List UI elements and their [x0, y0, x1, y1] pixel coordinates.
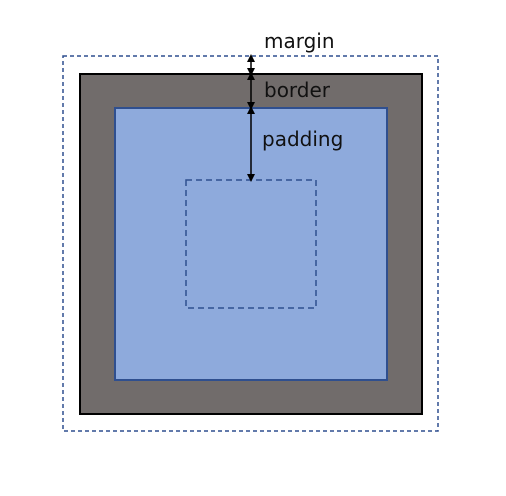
padding-label: padding: [262, 127, 343, 151]
margin-label: margin: [264, 29, 335, 53]
margin-box: [62, 55, 439, 432]
border-label: border: [264, 78, 331, 102]
